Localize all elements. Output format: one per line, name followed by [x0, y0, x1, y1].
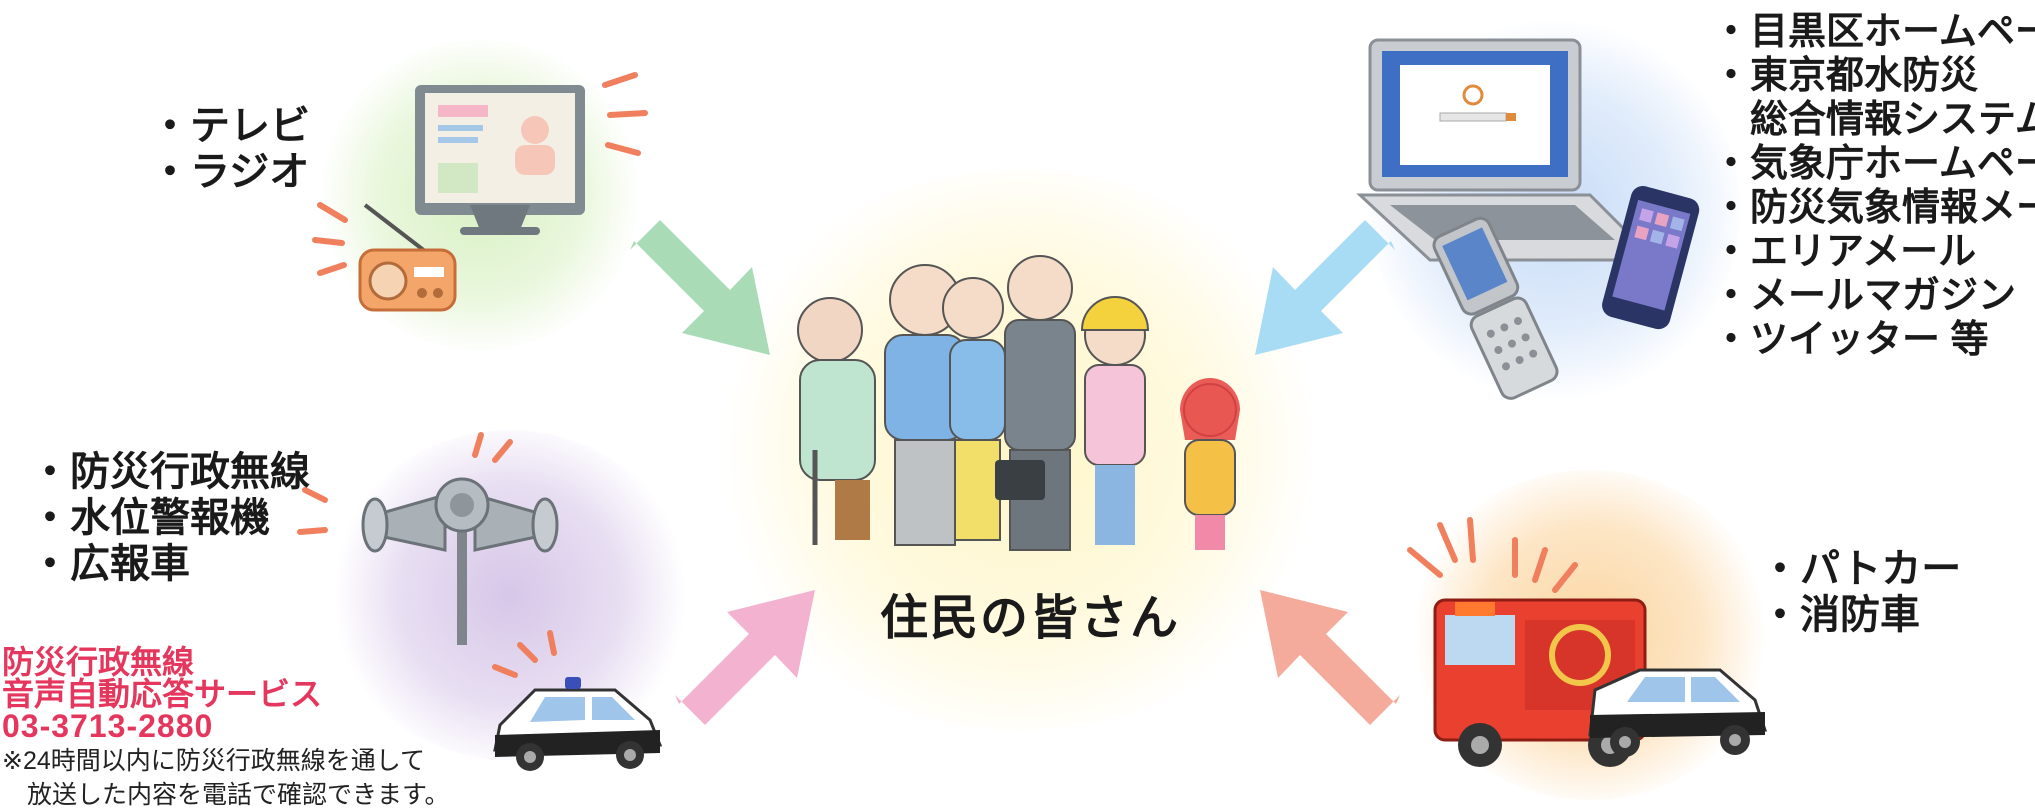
online-item-tokyo-flood: ・東京都水防災 [1712, 55, 1979, 97]
arrow-pink [675, 590, 815, 725]
arrow-salmon [1260, 590, 1400, 725]
online-item-twitter: ・ツイッター 等 [1712, 319, 1989, 361]
police-car-icon [492, 630, 663, 771]
residents-label: 住民の皆さん [880, 592, 1181, 645]
arrow-green [630, 220, 770, 355]
radio-icon [312, 202, 457, 312]
online-item-mail-magazine: ・メールマガジン [1712, 275, 2017, 317]
vehicles-item-patrol-car: ・パトカー [1760, 547, 1962, 591]
online-item-tokyo-flood-cont: 総合情報システム [1712, 99, 2035, 141]
outdoor-item-radio-system: ・防災行政無線 [30, 450, 310, 494]
phone-service: 防災行政無線 音声自動応答サービス 03-3713-2880 [2, 646, 322, 742]
tv-icon [415, 72, 648, 235]
vehicles-item-fire-engine: ・消防車 [1760, 593, 1920, 637]
outdoor-list: ・防災行政無線 ・水位警報機 ・広報車 [30, 449, 310, 587]
broadcast-item-radio: ・ラジオ [150, 150, 310, 194]
vehicles-list: ・パトカー ・消防車 [1760, 546, 1961, 638]
outdoor-item-water-alarm: ・水位警報機 [30, 496, 270, 540]
broadcast-item-tv: ・テレビ [150, 104, 310, 148]
phone-service-title-2: 音声自動応答サービス [2, 676, 323, 712]
phone-service-note-1: ※24時間以内に防災行政無線を通して [2, 747, 426, 775]
flip-phone-icon [1432, 216, 1559, 400]
loudspeaker-icon [297, 432, 559, 645]
smartphone-icon [1602, 186, 1700, 330]
online-list: ・目黒区ホームページ ・東京都水防災 総合情報システム ・気象庁ホームページ ・… [1712, 10, 2035, 362]
arrow-blue [1255, 220, 1395, 355]
phone-service-title-1: 防災行政無線 [2, 644, 195, 680]
fire-truck-icon [1407, 517, 1768, 767]
residents-group-icon [797, 255, 1240, 551]
online-item-weather-mail: ・防災気象情報メール [1712, 187, 2035, 229]
online-item-jma-homepage: ・気象庁ホームページ [1712, 143, 2035, 185]
outdoor-item-pr-car: ・広報車 [30, 542, 190, 586]
phone-service-note-2: 放送した内容を電話で確認できます。 [2, 781, 450, 809]
phone-number: 03-3713-2880 [2, 708, 214, 744]
broadcast-list: ・テレビ ・ラジオ [150, 103, 310, 195]
online-item-meguro-homepage: ・目黒区ホームページ [1712, 11, 2035, 53]
online-item-area-mail: ・エリアメール [1712, 231, 1977, 273]
